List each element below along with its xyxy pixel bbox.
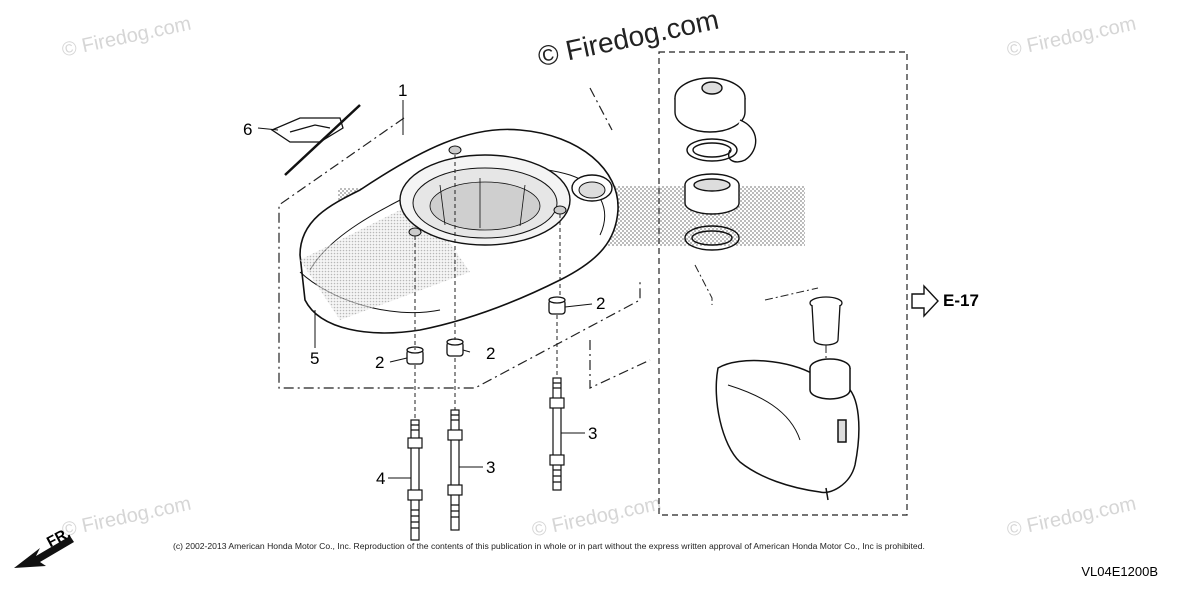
- tank-seal: [684, 225, 740, 251]
- grommet-2-center: [446, 338, 464, 357]
- stud-4: [407, 419, 423, 541]
- fan-cover: [299, 128, 619, 334]
- shroud-assembly-outline: [278, 87, 651, 389]
- copyright-notice: (c) 2002-2013 American Honda Motor Co., …: [173, 541, 925, 551]
- stud-3-right: [549, 377, 565, 491]
- callout-3-center: 3: [486, 458, 496, 477]
- cap-gasket: [686, 138, 738, 162]
- fuel-tank-group-box: [658, 51, 908, 516]
- reference-label[interactable]: E-17: [943, 291, 979, 310]
- callout-5: 5: [310, 349, 320, 368]
- clip-part: [270, 104, 361, 176]
- callout-2-right: 2: [596, 294, 606, 313]
- callout-3-right: 3: [588, 424, 598, 443]
- leader-lines: [257, 100, 593, 479]
- callout-2-center: 2: [486, 344, 496, 363]
- grommet-2-right: [548, 296, 566, 315]
- diagram-code: VL04E1200B: [1081, 564, 1158, 579]
- fuel-cap: [674, 77, 757, 163]
- stud-3-center: [447, 409, 463, 531]
- front-direction-arrow: [14, 536, 74, 568]
- fuel-strainer-nut: [684, 173, 740, 215]
- alignment-lines: [414, 155, 561, 420]
- reference-arrow: [911, 284, 939, 318]
- dotted-band-right: [600, 186, 805, 246]
- fuel-filter: [809, 296, 843, 346]
- callout-6: 6: [243, 120, 253, 139]
- callout-1: 1: [398, 81, 408, 100]
- tank-assembly-lines: [694, 264, 827, 360]
- callout-4: 4: [376, 469, 386, 488]
- fuel-tank: [715, 358, 860, 501]
- callout-2-left: 2: [375, 353, 385, 372]
